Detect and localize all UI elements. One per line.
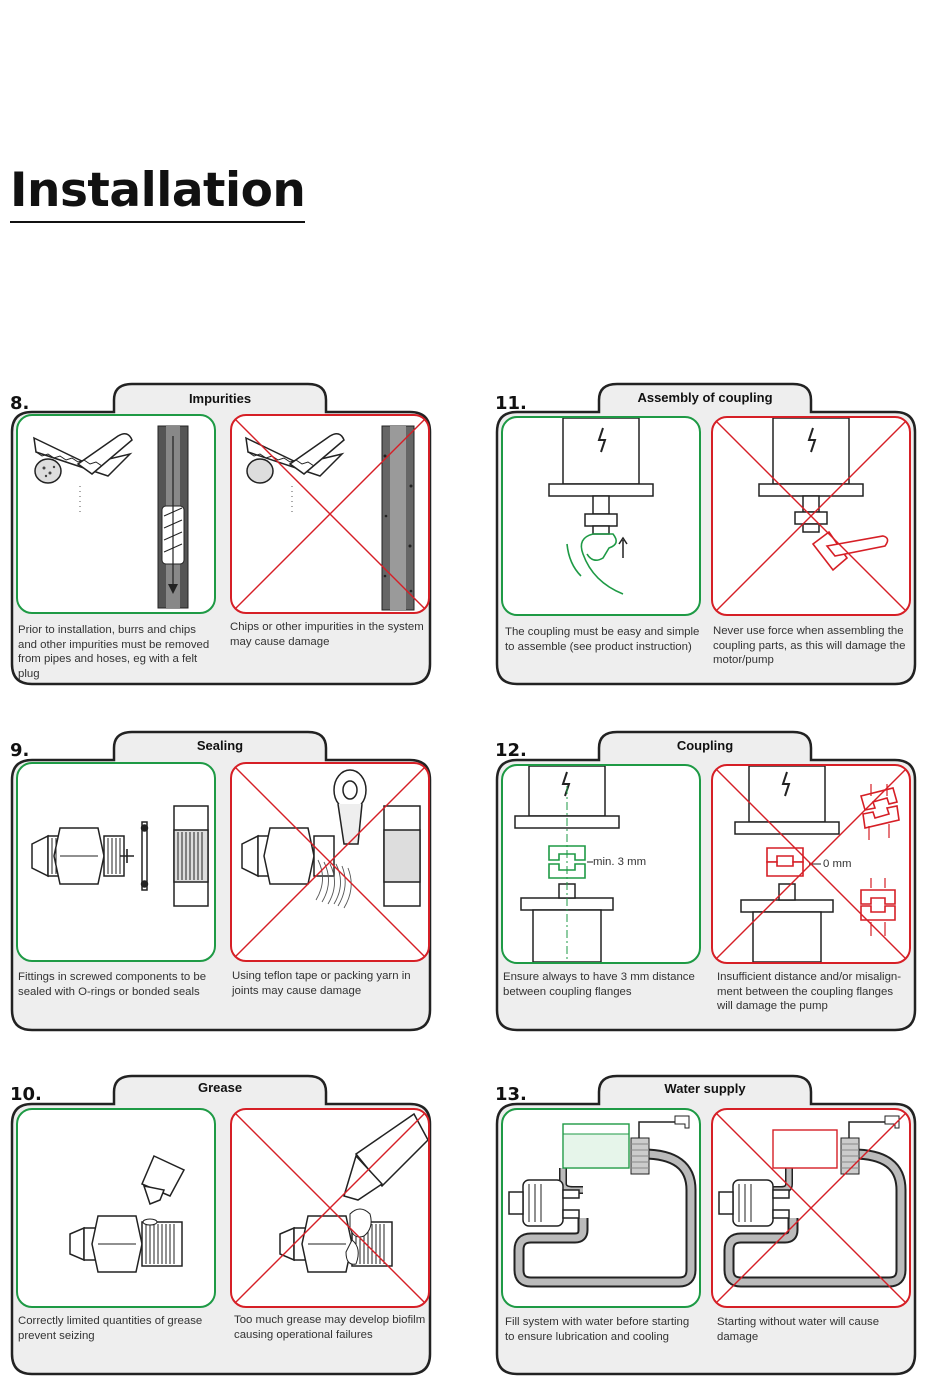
bad-caption: Starting without water will cause damage bbox=[717, 1316, 880, 1343]
page-title: Installation bbox=[10, 162, 306, 223]
gap-label: min. 3 mm bbox=[593, 856, 647, 868]
bad-caption: Insufficient distance and/or misalign-me… bbox=[717, 971, 902, 1013]
good-caption: Prior to installation, burrs and chips a… bbox=[18, 624, 210, 680]
good-caption: Fill system with water before starting t… bbox=[505, 1316, 690, 1343]
panel-impurities: 8. Impurities bbox=[10, 382, 432, 686]
teflon-tape-illustration bbox=[235, 767, 425, 957]
panel-title: Sealing bbox=[196, 738, 244, 753]
panel-title: Water supply bbox=[664, 1081, 746, 1096]
good-caption: Fittings in screwed components to be sea… bbox=[18, 971, 207, 998]
good-caption: Correctly limited quantities of grease p… bbox=[18, 1315, 203, 1342]
excess-grease-illustration bbox=[235, 1112, 428, 1303]
panel-number: 8. bbox=[10, 393, 30, 414]
panel-title: Coupling bbox=[676, 738, 734, 753]
panel-title: Impurities bbox=[188, 391, 252, 406]
panel-grease: 10. Grease bbox=[10, 1074, 432, 1376]
easy-assembly-illustration bbox=[548, 418, 654, 595]
panel-sealing: 9. Sealing bbox=[10, 730, 432, 1032]
panel-number: 12. bbox=[495, 740, 527, 761]
panel-coupling: 12. Coupling min. 3 mm bbox=[495, 730, 917, 1032]
good-example-box bbox=[501, 416, 701, 616]
good-caption: Ensure always to have 3 mm distance betw… bbox=[503, 971, 695, 998]
forced-assembly-illustration bbox=[716, 418, 906, 611]
coupling-gap-illustration bbox=[514, 766, 620, 962]
panel-number: 9. bbox=[10, 740, 30, 761]
gap-label: 0 mm bbox=[823, 858, 852, 870]
bad-example-box bbox=[711, 1108, 911, 1308]
misaligned-coupling-illustration bbox=[716, 766, 906, 962]
chips-in-pipe-illustration bbox=[235, 419, 425, 611]
bad-example-box bbox=[230, 762, 430, 962]
bad-caption: Chips or other impurities in the system … bbox=[230, 621, 424, 648]
bad-example-box bbox=[230, 414, 430, 614]
bad-caption: Using teflon tape or packing yarn in joi… bbox=[232, 970, 411, 997]
panel-title: Grease bbox=[197, 1080, 243, 1095]
good-example-box bbox=[16, 414, 216, 614]
bad-example-box bbox=[230, 1108, 430, 1308]
burr-removal-illustration bbox=[33, 425, 189, 609]
good-example-box bbox=[16, 762, 216, 962]
panel-assembly-of-coupling: 11. Assembly of coupling bbox=[495, 382, 917, 686]
good-example-box bbox=[501, 1108, 701, 1308]
panel-title: Assembly of coupling bbox=[637, 390, 773, 405]
o-ring-seal-illustration bbox=[31, 805, 209, 907]
panel-number: 11. bbox=[495, 393, 527, 414]
good-example-box: min. 3 mm bbox=[501, 764, 701, 964]
panel-water-supply: 13. Water supply bbox=[495, 1074, 917, 1376]
good-caption: The coupling must be easy and simple to … bbox=[505, 626, 700, 653]
limited-grease-illustration bbox=[69, 1154, 186, 1273]
panel-number: 13. bbox=[495, 1084, 527, 1105]
panel-number: 10. bbox=[10, 1084, 42, 1105]
good-example-box bbox=[16, 1108, 216, 1308]
dry-start-system-illustration bbox=[716, 1113, 907, 1303]
water-filled-system-illustration bbox=[508, 1115, 697, 1288]
bad-example-box bbox=[711, 416, 911, 616]
bad-caption: Never use force when assembling the coup… bbox=[713, 625, 906, 667]
bad-caption: Too much grease may develop biofilm caus… bbox=[234, 1314, 426, 1341]
bad-example-box: 0 mm bbox=[711, 764, 911, 964]
